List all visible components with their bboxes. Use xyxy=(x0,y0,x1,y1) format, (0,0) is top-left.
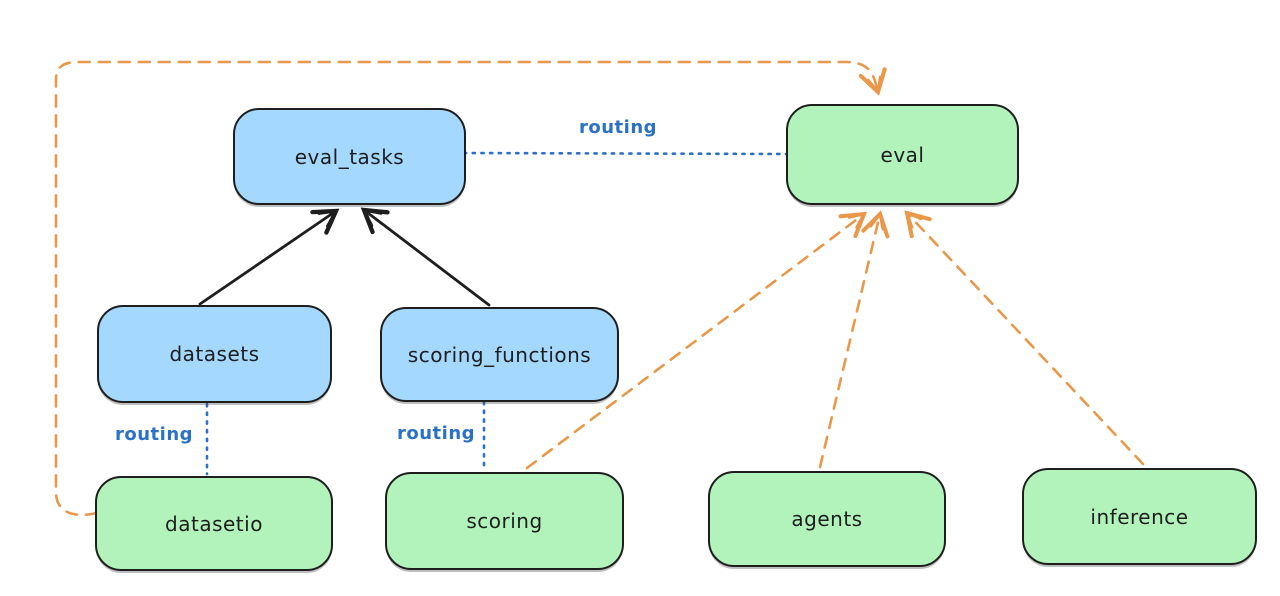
node-eval: eval xyxy=(786,104,1019,205)
edge-scoring-to-eval xyxy=(525,211,868,470)
node-inference-label: inference xyxy=(1090,504,1189,529)
node-datasets-label: datasets xyxy=(169,342,260,366)
node-agents: agents xyxy=(708,471,946,567)
edge-label-routing-scoring: routing xyxy=(396,423,476,444)
node-scoring-functions-label: scoring_functions xyxy=(407,342,592,367)
edge-label-routing-eval: routing xyxy=(578,117,658,138)
edge-datasetio-to-eval xyxy=(54,60,887,517)
node-eval-label: eval xyxy=(880,142,925,167)
node-scoring-label: scoring xyxy=(466,509,543,533)
node-inference: inference xyxy=(1022,468,1257,565)
node-datasets: datasets xyxy=(97,305,332,403)
edge-datasets-to-eval-tasks xyxy=(198,208,340,306)
node-datasetio: datasetio xyxy=(95,476,333,571)
node-agents-label: agents xyxy=(791,507,863,531)
edge-eval-tasks-to-eval-routing xyxy=(462,151,788,156)
node-scoring: scoring xyxy=(385,472,624,570)
edge-label-routing-datasetio: routing xyxy=(114,424,194,445)
node-scoring-functions: scoring_functions xyxy=(380,307,619,402)
node-datasetio-label: datasetio xyxy=(165,511,263,536)
edge-scoring-functions-to-eval-tasks xyxy=(360,207,491,307)
node-eval-tasks-label: eval_tasks xyxy=(294,144,405,169)
node-eval-tasks: eval_tasks xyxy=(233,108,466,205)
edge-inference-to-eval xyxy=(904,210,1145,466)
edge-agents-to-eval xyxy=(818,210,890,469)
